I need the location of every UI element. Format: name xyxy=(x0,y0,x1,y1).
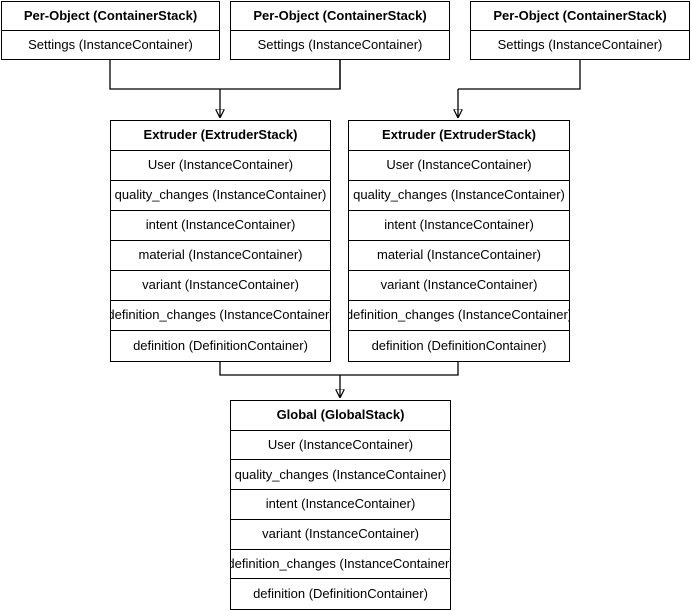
node-row: material (InstanceContainer) xyxy=(349,241,569,271)
node-row: Settings (InstanceContainer) xyxy=(28,36,193,52)
node-row: variant (InstanceContainer) xyxy=(231,520,450,550)
node-row: quality_changes (InstanceContainer) xyxy=(349,181,569,211)
node-extruder-2[interactable]: Extruder (ExtruderStack) User (InstanceC… xyxy=(348,120,570,362)
node-header: Per-Object (ContainerStack) xyxy=(471,2,689,31)
node-header: Extruder (ExtruderStack) xyxy=(111,121,330,151)
node-row: quality_changes (InstanceContainer) xyxy=(231,460,450,491)
node-row: quality_changes (InstanceContainer) xyxy=(111,181,330,211)
node-extruder-1[interactable]: Extruder (ExtruderStack) User (InstanceC… xyxy=(110,120,331,362)
node-row: intent (InstanceContainer) xyxy=(231,490,450,520)
node-header: Per-Object (ContainerStack) xyxy=(2,2,219,31)
node-row: definition (DefinitionContainer) xyxy=(253,586,428,602)
node-row: definition (DefinitionContainer) xyxy=(371,337,547,353)
edge-per-object-1-to-extruder-1 xyxy=(109,60,341,90)
node-row: User (InstanceContainer) xyxy=(231,431,450,461)
node-row: definition_changes (InstanceContainer) xyxy=(349,301,569,331)
node-header: Per-Object (ContainerStack) xyxy=(231,2,449,31)
node-global[interactable]: Global (GlobalStack) User (InstanceConta… xyxy=(230,400,451,610)
node-row: intent (InstanceContainer) xyxy=(111,211,330,241)
node-per-object-3[interactable]: Per-Object (ContainerStack) Settings (In… xyxy=(470,1,690,60)
node-row: Settings (InstanceContainer) xyxy=(257,36,423,52)
node-row: Settings (InstanceContainer) xyxy=(497,36,663,52)
node-per-object-1[interactable]: Per-Object (ContainerStack) Settings (In… xyxy=(1,1,220,60)
node-row: User (InstanceContainer) xyxy=(349,151,569,181)
node-row: definition_changes (InstanceContainer) xyxy=(231,550,450,580)
edge-extruder-1-to-global xyxy=(219,362,459,376)
node-header: Extruder (ExtruderStack) xyxy=(349,121,569,151)
node-per-object-2[interactable]: Per-Object (ContainerStack) Settings (In… xyxy=(230,1,450,60)
node-row: variant (InstanceContainer) xyxy=(349,271,569,301)
node-row: intent (InstanceContainer) xyxy=(349,211,569,241)
edge-per-object-3-to-extruder-2 xyxy=(458,60,581,90)
node-row: definition_changes (InstanceContainer) xyxy=(111,301,330,331)
node-row: material (InstanceContainer) xyxy=(111,241,330,271)
node-row: User (InstanceContainer) xyxy=(111,151,330,181)
node-row: definition (DefinitionContainer) xyxy=(133,337,308,353)
node-header: Global (GlobalStack) xyxy=(231,401,450,431)
node-row: variant (InstanceContainer) xyxy=(111,271,330,301)
